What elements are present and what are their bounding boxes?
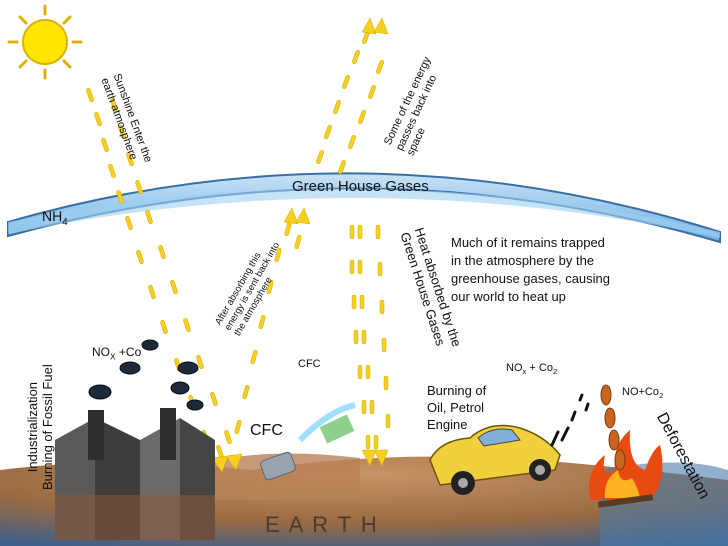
nox-mid-sub: x [522,367,527,377]
smoke-cloud-icon [88,339,204,411]
sun-icon [7,4,83,80]
nh4-subscript: 4 [62,216,68,228]
burning-line3: Engine [427,417,468,432]
burning-line1: Burning of [427,383,487,398]
cfc-large-label: CFC [250,422,283,439]
nox-mid-text: NO [506,362,523,374]
industrialization-line1: Industrialization [25,381,40,473]
fire-icon [589,384,663,508]
remains-trapped-label: Much of it remains trapped in the atmosp… [451,234,610,306]
nox-mid-rest: + Co [526,362,553,374]
outgoing-energy-arrows [316,17,389,174]
nox-left-text: NO [92,345,110,359]
car-icon [429,424,561,495]
no-co2-right-text: NO+Co [622,386,659,398]
no-co2-right-label: NO+Co2 [622,386,663,401]
nox-left-rest: +Co [115,345,142,359]
cfc-small-label: CFC [298,358,321,370]
spray-can-icon [260,402,356,481]
burning-oil-label: Burning of Oil, Petrol Engine [427,382,486,433]
nh4-label: NH4 [42,208,68,228]
green-house-gases-label: Green House Gases [292,178,429,195]
burning-line2: Oil, Petrol [427,400,485,415]
nox-mid-sub2: 2 [552,367,558,377]
nh4-text: NH [42,208,63,224]
industrialization-line2: Burning of Fossil Fuel [39,364,55,490]
nox-left-sub: X [110,351,116,362]
exhaust-dashes [550,393,590,447]
remains-line2: in the atmosphere by the [451,253,595,268]
remains-line1: Much of it remains trapped [451,235,605,250]
nox-co2-mid-label: NOx + Co2 [506,362,557,377]
heat-absorbed-arrows [349,224,391,467]
nox-co2-left-label: NOX +Co [92,345,142,362]
industrialization-label: Industrialization Burning of Fossil Fuel [25,364,56,490]
remains-line4: our world to heat up [451,289,566,304]
factory-icon [55,408,215,540]
no-co2-right-sub: 2 [659,391,664,401]
earth-label: E A R T H [265,512,379,537]
remains-line3: greenhouse gases, causing [451,271,611,286]
reemitted-arrows [234,207,311,435]
